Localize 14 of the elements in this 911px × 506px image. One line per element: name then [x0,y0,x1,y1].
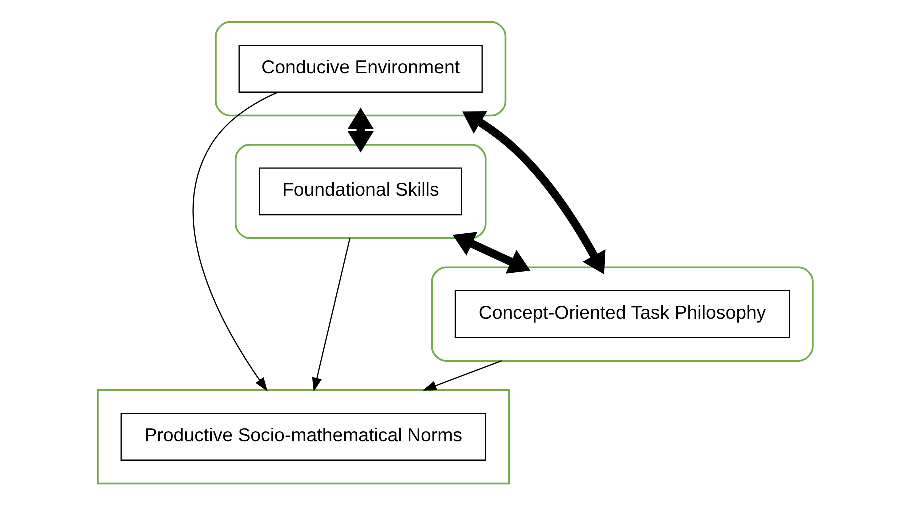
arrow [348,108,374,153]
arrow [422,360,502,391]
arrow [462,112,606,274]
arrow [192,92,278,392]
node-box: Conducive Environment [238,45,483,93]
node-box: Foundational Skills [259,168,462,216]
node-box: Productive Socio-mathematical Norms [120,413,486,461]
arrow [452,232,531,274]
arrow [312,238,351,392]
cluster [97,389,510,485]
node-box: Concept-Oriented Task Philosophy [454,290,790,338]
cluster [215,21,507,117]
cluster [431,266,814,362]
cluster [235,144,487,240]
